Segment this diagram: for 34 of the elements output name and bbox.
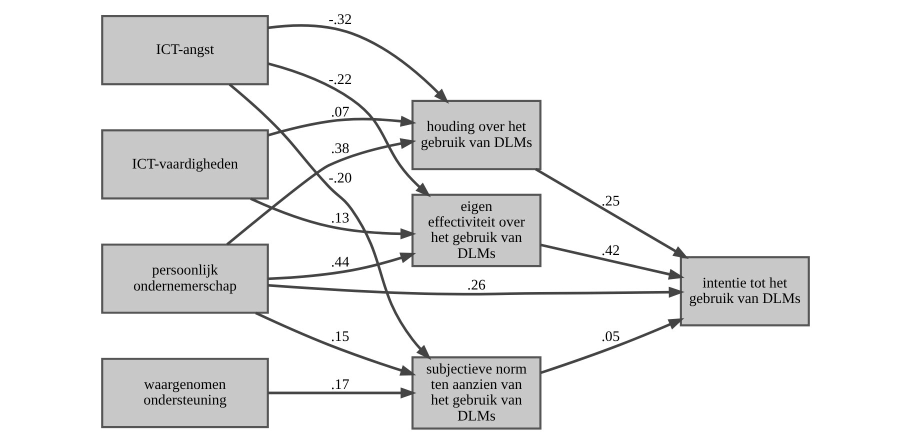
arrow <box>268 24 450 104</box>
node-box: waargenomen ondersteuning <box>101 358 269 428</box>
edge-label: .05 <box>601 328 620 345</box>
arrow <box>250 197 416 240</box>
edge-label: .44 <box>331 254 350 270</box>
arrow <box>268 252 416 280</box>
node-box: persoonlijk ondernemerschap <box>101 244 269 314</box>
edge-label: .38 <box>331 141 350 158</box>
arrow <box>268 387 416 398</box>
node-box: subjectieve norm ten aanzien van het gebruik van DLMs <box>411 356 542 430</box>
arrow <box>268 116 416 136</box>
arrow <box>228 83 432 360</box>
edge-label: .07 <box>331 104 350 120</box>
arrow <box>540 318 684 374</box>
edge-label: -.32 <box>328 12 352 28</box>
node-box: eigen effectiviteit over het gebruik van DLMs <box>411 194 542 268</box>
node-box: ICT-vaardigheden <box>101 129 269 200</box>
edge-label: .42 <box>601 242 620 259</box>
edge-label: .26 <box>467 277 486 294</box>
arrow <box>226 138 416 246</box>
edge-label: -.20 <box>328 170 352 186</box>
edge-label: .17 <box>331 376 350 393</box>
edge-label: -.22 <box>328 72 352 88</box>
arrow <box>540 244 685 280</box>
edge-label: .15 <box>331 328 350 345</box>
arrow <box>255 312 416 376</box>
arrow <box>534 168 689 259</box>
arrow <box>268 62 431 198</box>
edge-label: .25 <box>601 194 620 210</box>
node-box: ICT-angst <box>101 15 269 86</box>
node-box: intentie tot het gebruik van DLMs <box>680 256 810 326</box>
node-box: houding over het gebruik van DLMs <box>411 100 542 170</box>
arrow <box>268 284 685 298</box>
edge-label: .13 <box>331 210 350 226</box>
